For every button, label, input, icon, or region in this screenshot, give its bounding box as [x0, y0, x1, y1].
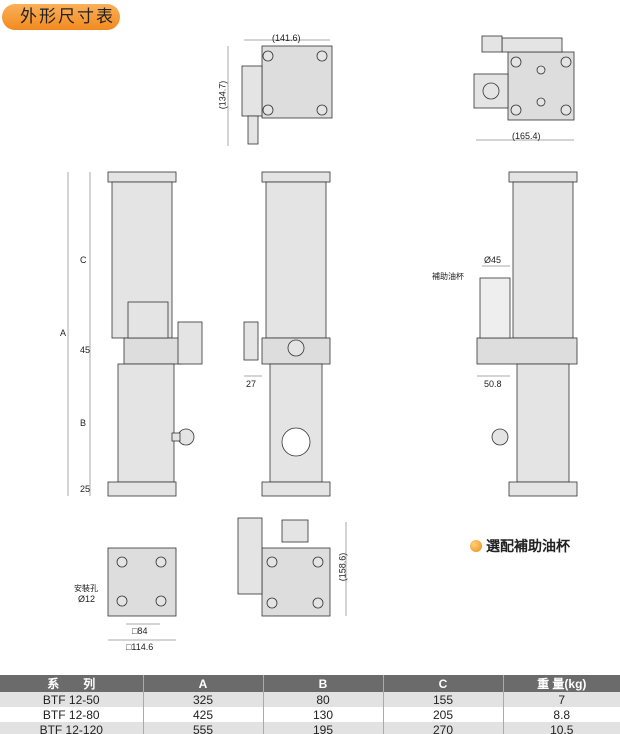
header-weight: 重 量(kg) — [503, 675, 620, 692]
cell: 7 — [503, 692, 620, 707]
technical-drawing — [67, 35, 578, 641]
mount-hole-label: 安裝孔 — [74, 584, 98, 593]
dim-top-width: (141.6) — [272, 33, 301, 43]
dim-b: B — [80, 418, 87, 428]
cell: 80 — [263, 692, 384, 707]
cell: 130 — [263, 707, 384, 722]
cell: BTF 12-50 — [0, 692, 144, 707]
dim-right-width: (165.4) — [512, 131, 541, 141]
cell: BTF 12-80 — [0, 707, 144, 722]
dim-a: A — [60, 328, 67, 338]
cell: 8.8 — [553, 707, 571, 722]
dim-top-height: (134.7) — [217, 80, 228, 110]
cell: 325 — [143, 692, 264, 707]
dim-158-6: (158.6) — [337, 552, 348, 582]
cell: BTF 12-120 — [0, 722, 144, 734]
dim-45: 45 — [80, 345, 91, 355]
dim-25: 25 — [80, 484, 91, 494]
header-c: C — [383, 675, 504, 692]
dim-27: 27 — [246, 379, 257, 389]
cell: 555 — [143, 722, 264, 734]
cell: 10.5 — [503, 722, 620, 734]
cell: 270 — [383, 722, 504, 734]
oil-cup-label: 補助油杯 — [432, 272, 464, 281]
header-series: 系 列 — [0, 675, 144, 692]
dim-50-8: 50.8 — [484, 379, 502, 389]
section-title: 外形尺寸表 — [2, 4, 120, 30]
dim-sq84: □84 — [132, 626, 148, 636]
table-header: 系 列 A B C 重 量(kg) — [0, 675, 620, 692]
header-b: B — [263, 675, 384, 692]
dim-phi12: Ø12 — [78, 594, 96, 604]
cell: 425 — [143, 707, 264, 722]
optional-oil-cup-heading: 選配補助油杯 — [470, 536, 570, 556]
dim-sq114-6: □114.6 — [126, 642, 154, 652]
cell: 155 — [383, 692, 504, 707]
header-a: A — [143, 675, 264, 692]
bullet-icon — [470, 540, 482, 552]
cell: 205 — [383, 707, 504, 722]
cell: 195 — [263, 722, 384, 734]
dim-c: C — [80, 255, 87, 265]
dim-phi45: Ø45 — [484, 255, 502, 265]
